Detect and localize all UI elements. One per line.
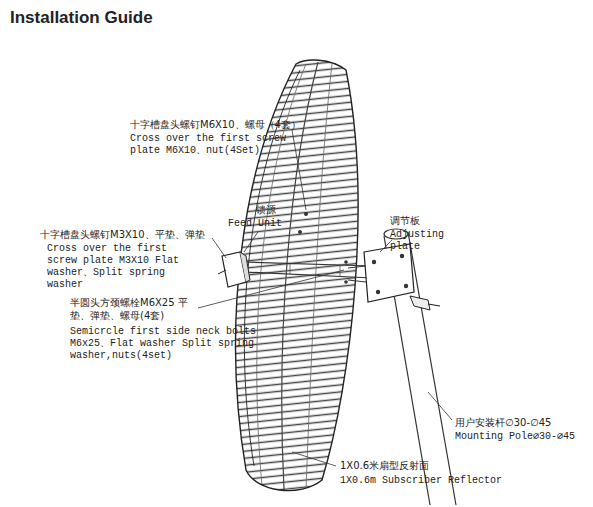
page-title: Installation Guide [10, 8, 153, 28]
part-label-cn: 调节板 [390, 214, 440, 227]
bolts [298, 212, 348, 284]
part-label-en: Semicrcle first side neck bolts M6x25、Fl… [70, 326, 260, 362]
feed-unit [218, 252, 250, 287]
part-label-en: Mounting Pole∅30-∅45 [455, 431, 589, 443]
part-label-cn: 十字槽盘头螺钉M6X10、螺母（4套） [130, 118, 320, 131]
part-label-en: Cross over the first screw plate M6X10、n… [130, 133, 298, 157]
leader-lines [198, 130, 452, 466]
part-label-en: Adjusting plate [390, 229, 452, 253]
feed-arm [244, 262, 372, 278]
part-label-cn: 馈源 [256, 203, 296, 216]
part-label-cn: 十字槽盘头螺钉M3X10、平垫、弹垫 [40, 228, 240, 241]
part-label-cn: 用户安装杆∅30-∅45 [455, 416, 585, 429]
part-label-en: 1X0.6m Subscriber Reflector [340, 475, 540, 487]
adjusting-plate [348, 244, 440, 310]
part-label-en: Feed Unit [228, 218, 298, 230]
part-label-cn: 1X0.6米扇型反射面 [340, 459, 480, 472]
part-label-cn: 半圆头方颈螺栓M6X25 平垫、弹垫、螺母(4套) [70, 296, 200, 322]
grid-reflector [156, 29, 445, 507]
part-label-en: Cross over the first screw plate M3X10 F… [47, 243, 181, 291]
